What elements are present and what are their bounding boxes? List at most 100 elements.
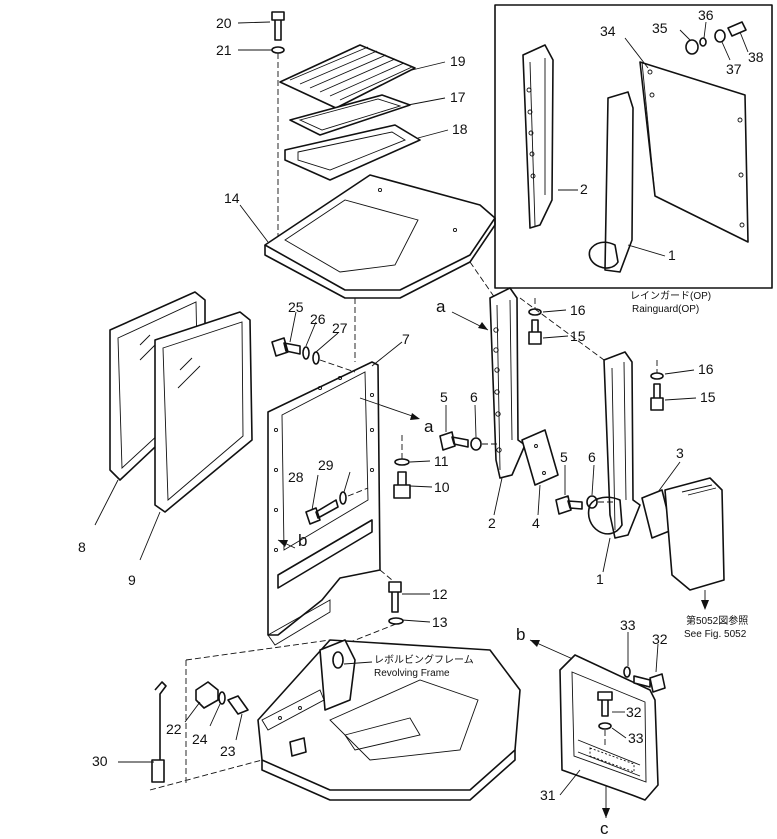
nut-35 bbox=[685, 39, 699, 55]
washer-24 bbox=[218, 691, 226, 705]
callout-24: 24 bbox=[192, 731, 208, 747]
revolving-frame-group: 22 24 23 30 レボルビングフレーム Revolving Frame bbox=[92, 639, 521, 801]
callout-28: 28 bbox=[288, 469, 304, 485]
callout-18: 18 bbox=[452, 121, 468, 137]
washer-11 bbox=[394, 458, 410, 466]
callout-20: 20 bbox=[216, 15, 232, 31]
callout-33-lower: 33 bbox=[628, 730, 644, 746]
washer-27 bbox=[312, 351, 320, 365]
washer-36 bbox=[699, 37, 707, 47]
rainguard-label-en: Rainguard(OP) bbox=[632, 304, 699, 315]
bolt-15-lower bbox=[650, 383, 664, 411]
callout-32-upper: 32 bbox=[652, 631, 668, 647]
callout-32-lower: 32 bbox=[626, 704, 642, 720]
callout-16-upper: 16 bbox=[570, 302, 586, 318]
callout-25: 25 bbox=[288, 299, 304, 315]
bracket-group: 5 6 2 4 16 15 5 6 3 1 16 15 第5052図参照 See… bbox=[439, 287, 748, 640]
bolt-5-lower bbox=[555, 495, 583, 515]
roof-grille bbox=[279, 44, 416, 109]
bolt-5-upper bbox=[439, 431, 469, 451]
assembly-guides bbox=[354, 261, 605, 581]
bracket-2-inset bbox=[522, 44, 554, 229]
washer-21 bbox=[271, 46, 285, 54]
bolt-28 bbox=[305, 499, 339, 525]
callout-3: 3 bbox=[676, 445, 684, 461]
front-frame-group: 25 26 27 7 28 29 11 10 12 13 bbox=[267, 299, 450, 651]
ref-b-left: b bbox=[298, 531, 307, 550]
callout-5-lower: 5 bbox=[560, 449, 568, 465]
revolving-label-en: Revolving Frame bbox=[374, 668, 450, 679]
callout-2: 2 bbox=[488, 515, 496, 531]
callout-10: 10 bbox=[434, 479, 450, 495]
bolt-23 bbox=[227, 695, 249, 715]
bracket-1-inset bbox=[604, 91, 634, 273]
front-frame bbox=[267, 361, 381, 636]
washer-13 bbox=[388, 617, 404, 625]
bolt-10 bbox=[393, 471, 411, 499]
panel-edge bbox=[641, 61, 656, 197]
bolt-38 bbox=[727, 21, 747, 37]
washer-33-lower bbox=[598, 722, 612, 730]
callout-5-upper: 5 bbox=[440, 389, 448, 405]
callout-22: 22 bbox=[166, 721, 182, 737]
callout-6-upper: 6 bbox=[470, 389, 478, 405]
callout-26: 26 bbox=[310, 311, 326, 327]
bolt-25 bbox=[271, 337, 301, 357]
callout-13: 13 bbox=[432, 614, 448, 630]
callout-1-inset: 1 bbox=[668, 247, 676, 263]
callout-1: 1 bbox=[596, 571, 604, 587]
callout-38: 38 bbox=[748, 49, 764, 65]
revolving-label-jp: レボルビングフレーム bbox=[374, 653, 474, 666]
latch-22 bbox=[195, 681, 219, 709]
callout-12: 12 bbox=[432, 586, 448, 602]
side-cover bbox=[664, 477, 725, 591]
bolt-32-upper bbox=[633, 673, 666, 693]
callout-6-lower: 6 bbox=[588, 449, 596, 465]
ref-b-right: b bbox=[516, 625, 525, 644]
callout-35: 35 bbox=[652, 20, 668, 36]
callout-36: 36 bbox=[698, 7, 714, 23]
callout-15-upper: 15 bbox=[570, 328, 586, 344]
frame-nut bbox=[289, 737, 307, 757]
rainguard-panel bbox=[639, 61, 749, 243]
callout-33-upper: 33 bbox=[620, 617, 636, 633]
callout-7: 7 bbox=[402, 331, 410, 347]
window-seal-9 bbox=[154, 311, 253, 513]
ref-a-top: a bbox=[436, 297, 446, 316]
callout-11: 11 bbox=[434, 453, 449, 469]
callout-27: 27 bbox=[332, 320, 348, 336]
rainguard-inset: 34 35 36 37 38 2 1 レインガード(OP) Rainguard(… bbox=[494, 4, 773, 315]
bracket-1 bbox=[603, 351, 641, 539]
washer-37 bbox=[714, 29, 726, 43]
callout-2-inset: 2 bbox=[580, 181, 588, 197]
callout-34: 34 bbox=[600, 23, 616, 39]
side-windows: 8 9 bbox=[78, 291, 253, 588]
callout-9: 9 bbox=[128, 572, 136, 588]
washer-33-upper bbox=[623, 666, 631, 678]
callout-4: 4 bbox=[532, 515, 540, 531]
callout-17: 17 bbox=[450, 89, 466, 105]
handle-1 bbox=[587, 496, 623, 535]
washer-26 bbox=[302, 346, 310, 360]
bolt-32-lower bbox=[597, 691, 613, 717]
callout-37: 37 bbox=[726, 61, 742, 77]
guard-frame-group: 33 32 32 33 31 bbox=[540, 617, 668, 803]
bolt-20 bbox=[271, 11, 285, 41]
callout-31: 31 bbox=[540, 787, 556, 803]
rod-30 bbox=[154, 681, 167, 760]
roof-seal bbox=[284, 124, 421, 181]
bolt-15-upper bbox=[528, 319, 542, 345]
callout-15-lower: 15 bbox=[700, 389, 716, 405]
bracket-2 bbox=[489, 287, 526, 479]
seefig-label-en: See Fig. 5052 bbox=[684, 629, 747, 640]
callout-16-lower: 16 bbox=[698, 361, 714, 377]
washer-6-upper bbox=[470, 437, 482, 451]
plate-4 bbox=[521, 429, 559, 486]
guard-frame-31 bbox=[559, 654, 659, 801]
cab-roof bbox=[264, 174, 496, 291]
handle-1-inset bbox=[588, 241, 619, 269]
ref-a-mid: a bbox=[424, 417, 434, 436]
callout-23: 23 bbox=[220, 743, 236, 759]
washer-16-lower bbox=[650, 372, 664, 380]
